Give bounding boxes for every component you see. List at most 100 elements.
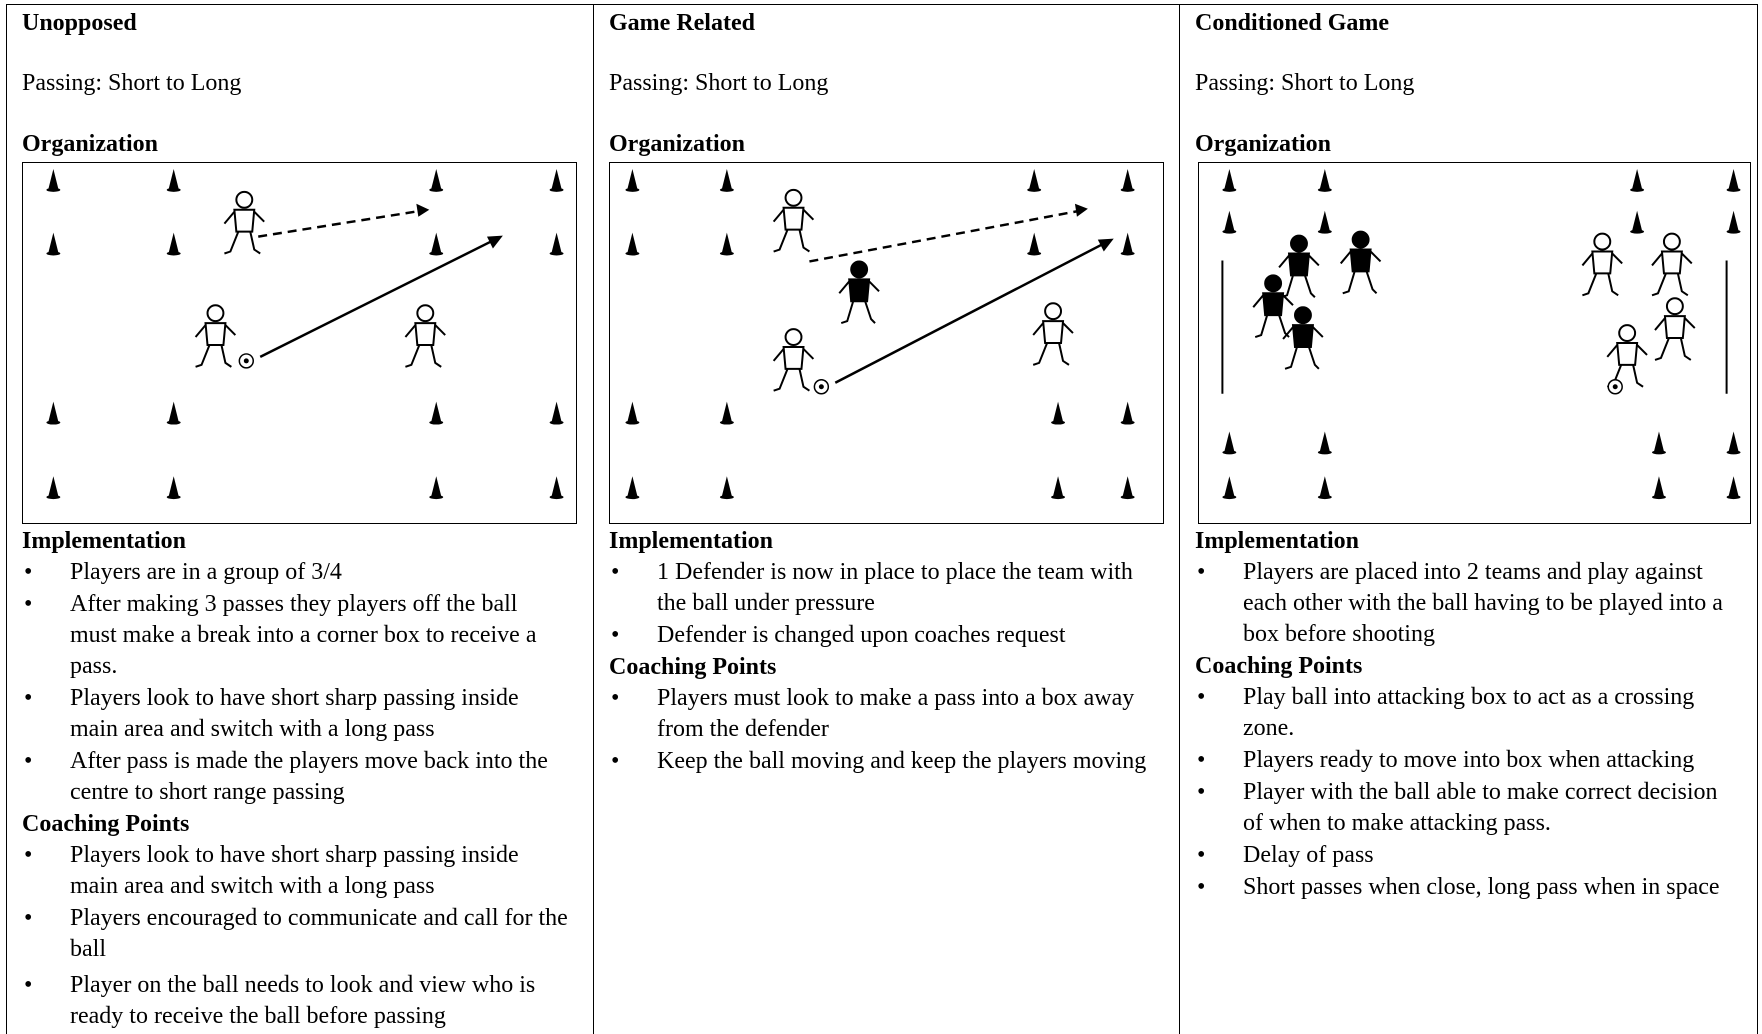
player-white-icon <box>223 190 265 255</box>
list-item: Defender is changed upon coaches request <box>609 620 1147 651</box>
implementation-heading: Implementation <box>609 528 773 554</box>
list-item: 1 Defender is now in place to place the … <box>609 557 1147 619</box>
cone-icon <box>549 232 564 256</box>
list-item: Players encouraged to communicate and ca… <box>22 903 568 965</box>
player-white-icon <box>404 304 446 368</box>
cone-icon <box>1120 401 1135 425</box>
organization-heading: Organization <box>22 131 158 157</box>
list-item: Short passes when close, long pass when … <box>1195 872 1743 903</box>
list-item: Keep the ball moving and keep the player… <box>609 746 1147 777</box>
list-item: Delay of pass <box>1195 840 1743 871</box>
cone-icon <box>549 476 564 500</box>
cone-icon <box>46 232 61 256</box>
cone-icon <box>1317 168 1332 192</box>
player-white-icon <box>1651 232 1693 297</box>
cone-icon <box>1726 431 1741 455</box>
player-black-icon <box>838 260 880 325</box>
pitch-diagram <box>1198 162 1751 524</box>
cone-icon <box>719 232 734 256</box>
column-title: Unopposed <box>22 10 137 36</box>
coaching-points-list: Players must look to make a pass into a … <box>609 683 1179 777</box>
cone-icon <box>46 401 61 425</box>
cone-icon <box>1652 476 1666 500</box>
column-text: Implementation 1 Defender is now in plac… <box>609 526 1179 778</box>
column-title: Game Related <box>609 10 755 36</box>
list-item: Players are in a group of 3/4 <box>22 557 568 588</box>
player-black-icon <box>1282 306 1324 370</box>
ball-icon <box>813 379 830 395</box>
cone-icon <box>719 401 734 425</box>
implementation-list: 1 Defender is now in place to place the … <box>609 557 1179 651</box>
cone-icon <box>1317 210 1332 234</box>
column-conditioned-game: Conditioned Game Passing: Short to Long … <box>1179 5 1757 1034</box>
cone-icon <box>46 476 61 500</box>
cone-icon <box>166 168 181 192</box>
cone-icon <box>625 476 640 500</box>
cone-icon <box>429 476 444 500</box>
player-white-icon <box>194 304 237 368</box>
cone-icon <box>719 168 734 192</box>
cone-icon <box>429 401 444 425</box>
column-topic: Passing: Short to Long <box>1195 70 1415 96</box>
player-black-icon <box>1252 274 1294 338</box>
column-unopposed: Unopposed Passing: Short to Long Organiz… <box>7 5 593 1034</box>
cone-icon <box>549 168 564 192</box>
column-topic: Passing: Short to Long <box>22 70 242 96</box>
coaching-points-heading: Coaching Points <box>22 811 190 837</box>
cone-icon <box>1652 431 1666 455</box>
list-item: Player with the ball able to make correc… <box>1195 777 1743 839</box>
list-item: After pass is made the players move back… <box>22 746 568 808</box>
column-game-related: Game Related Passing: Short to Long Orga… <box>593 5 1179 1034</box>
list-item: Play ball into attacking box to act as a… <box>1195 682 1743 744</box>
run-arrow-icon <box>809 203 1088 263</box>
cone-icon <box>166 476 181 500</box>
ball-icon <box>1607 379 1623 395</box>
player-white-icon <box>1606 324 1648 388</box>
organization-heading: Organization <box>609 131 745 157</box>
player-white-icon <box>1581 232 1623 297</box>
player-white-icon <box>1654 297 1696 361</box>
pass-arrow-icon <box>834 238 1114 384</box>
cone-icon <box>1027 168 1042 192</box>
session-plan-table: Unopposed Passing: Short to Long Organiz… <box>6 4 1758 1034</box>
pass-arrow-icon <box>259 235 503 359</box>
cone-icon <box>625 401 640 425</box>
cone-icon <box>1222 476 1237 500</box>
cone-icon <box>46 168 61 192</box>
cone-icon <box>166 232 181 256</box>
pitch-diagram <box>22 162 577 524</box>
implementation-list: Players are placed into 2 teams and play… <box>1195 557 1757 650</box>
cone-icon <box>1630 210 1645 234</box>
cone-icon <box>166 401 181 425</box>
cone-icon <box>1222 431 1237 455</box>
cone-icon <box>1120 168 1135 192</box>
implementation-list: Players are in a group of 3/4 After maki… <box>22 557 593 808</box>
cone-icon <box>625 232 640 256</box>
list-item: Players ready to move into box when atta… <box>1195 745 1743 776</box>
cone-icon <box>1120 232 1135 256</box>
organization-heading: Organization <box>1195 131 1331 157</box>
player-white-icon <box>772 188 815 253</box>
pitch-diagram-svg <box>625 168 1135 500</box>
column-text: Implementation Players are in a group of… <box>22 526 593 1033</box>
cone-icon <box>1051 476 1066 500</box>
cone-icon <box>1726 168 1741 192</box>
cone-icon <box>1726 210 1741 234</box>
list-item: Players look to have short sharp passing… <box>22 683 568 745</box>
coaching-points-list: Play ball into attacking box to act as a… <box>1195 682 1757 903</box>
implementation-heading: Implementation <box>22 528 186 554</box>
cone-icon <box>1630 168 1645 192</box>
player-black-icon <box>1278 234 1320 299</box>
column-text: Implementation Players are placed into 2… <box>1195 526 1757 904</box>
cone-icon <box>429 232 444 256</box>
coaching-points-list: Players look to have short sharp passing… <box>22 840 593 1032</box>
cone-icon <box>1317 431 1332 455</box>
cone-icon <box>429 168 444 192</box>
cone-icon <box>1051 401 1066 425</box>
cone-icon <box>1027 232 1042 256</box>
list-item: Players are placed into 2 teams and play… <box>1195 557 1743 650</box>
cone-icon <box>719 476 734 500</box>
pitch-diagram-svg <box>1221 168 1741 500</box>
coaching-points-heading: Coaching Points <box>609 654 777 680</box>
coaching-points-heading: Coaching Points <box>1195 653 1363 679</box>
